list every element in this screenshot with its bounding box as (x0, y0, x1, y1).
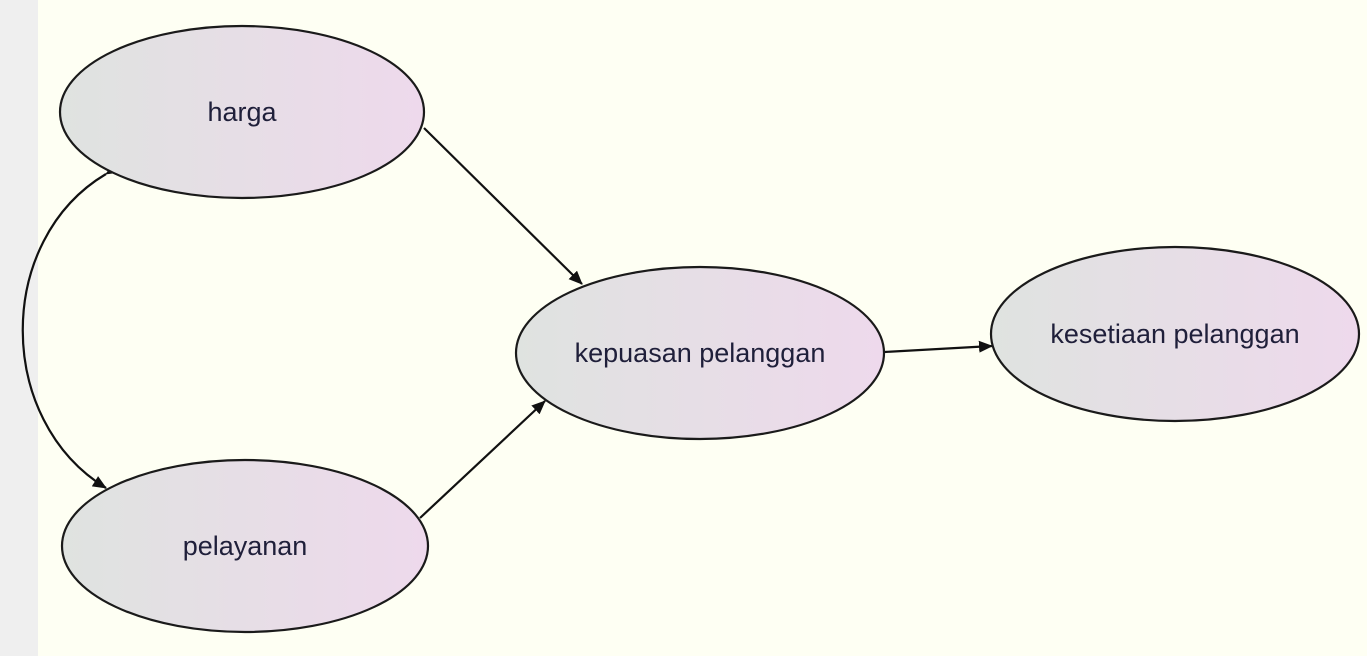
node-kepuasan-label: kepuasan pelanggan (575, 338, 826, 368)
node-kepuasan-pelanggan: kepuasan pelanggan (514, 265, 886, 441)
edges (21, 127, 993, 519)
node-harga-ellipse (58, 24, 426, 200)
node-kesetiaan-label: kesetiaan pelanggan (1050, 319, 1299, 349)
edge-pelayanan-to-kepuasan (419, 400, 546, 519)
node-kesetiaan-ellipse (989, 245, 1361, 423)
node-pelayanan-ellipse (60, 458, 430, 634)
left-margin-strip (0, 0, 38, 656)
edge-kepuasan-to-kesetiaan (883, 340, 993, 354)
node-kesetiaan-pelanggan: kesetiaan pelanggan (989, 245, 1361, 423)
edge-harga-pelayanan-correlation (21, 162, 121, 489)
node-kepuasan-ellipse (514, 265, 886, 441)
node-harga-label: harga (207, 97, 277, 127)
node-harga: harga (58, 24, 426, 200)
node-pelayanan-label: pelayanan (183, 531, 308, 561)
edge-harga-to-kepuasan (423, 127, 583, 285)
node-pelayanan: pelayanan (60, 458, 430, 634)
